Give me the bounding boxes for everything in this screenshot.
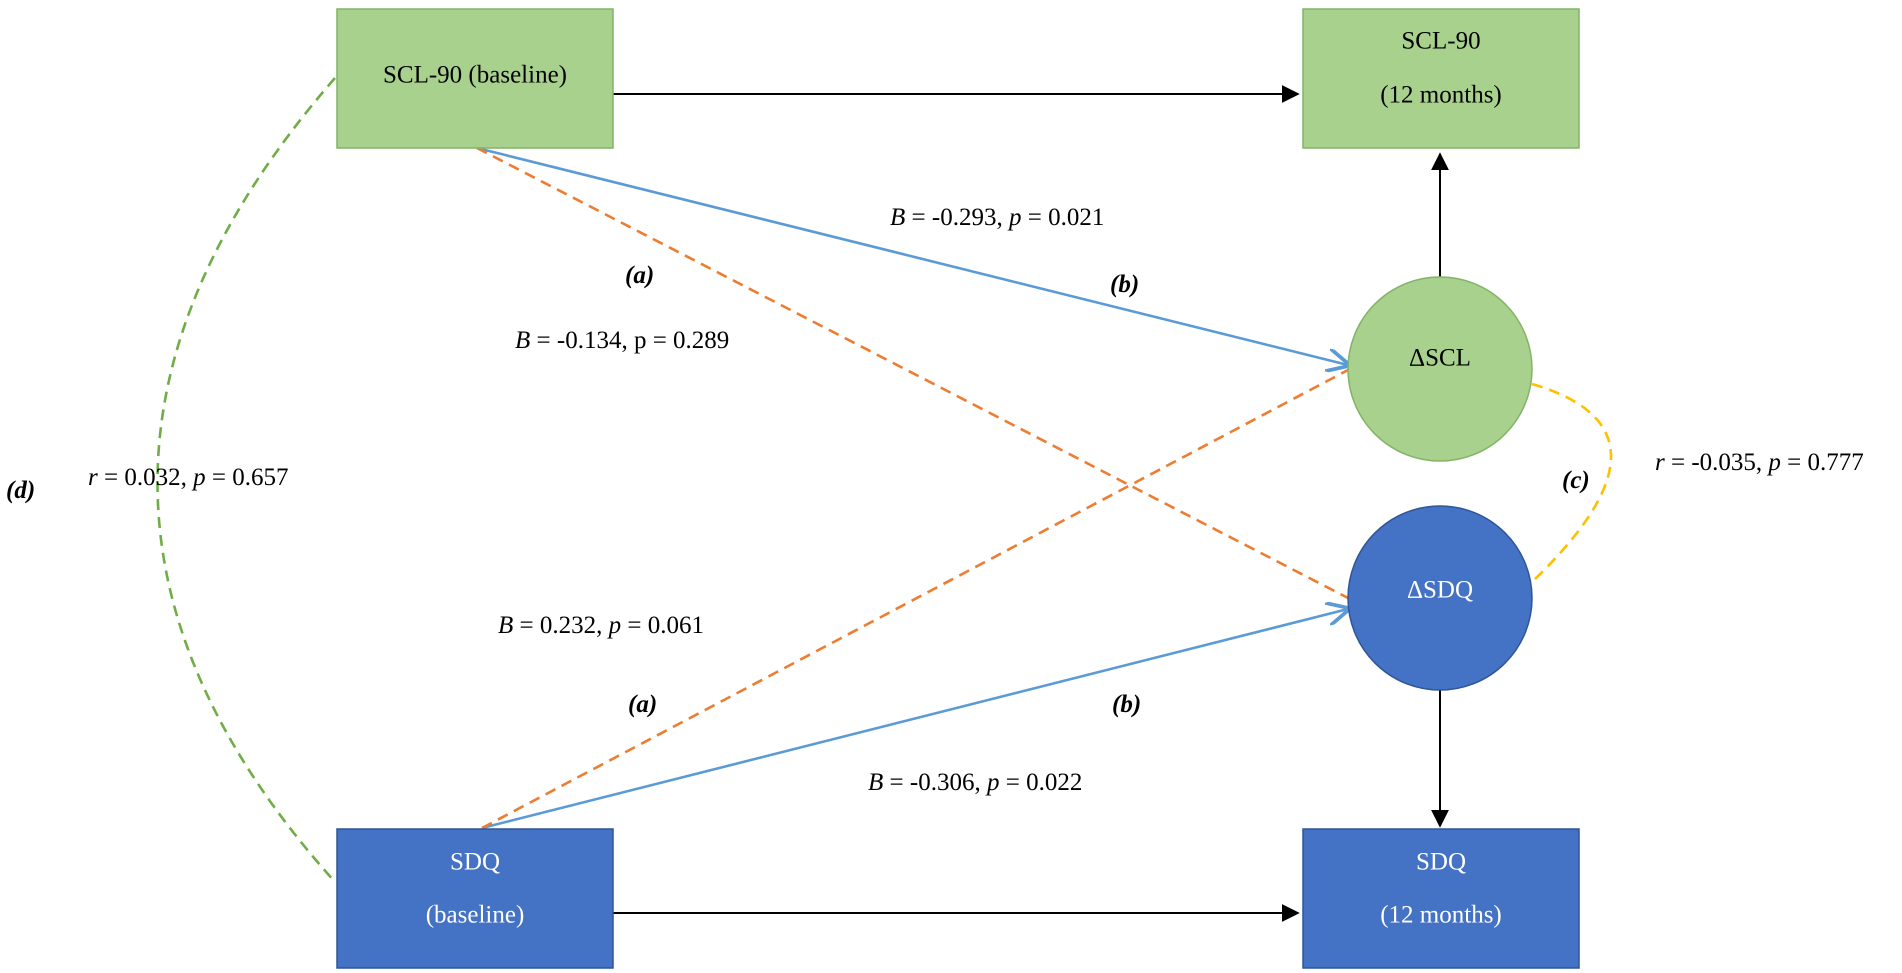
label-a-sdq-pvar: p bbox=[607, 612, 622, 639]
label-b-scl-val: = 0.021 bbox=[1021, 204, 1104, 231]
path-b-sdq-baseline-to-dsdq bbox=[481, 609, 1348, 830]
label-d-val: = 0.657 bbox=[206, 464, 289, 491]
label-a-scl-to-dsdq-coefficient: B = -0.134, p = 0.289 bbox=[515, 327, 729, 354]
tag-b-top: (b) bbox=[1110, 271, 1139, 298]
node-delta-sdq: ΔSDQ bbox=[1347, 505, 1533, 691]
node-sdq-baseline-line2: (baseline) bbox=[426, 902, 525, 929]
label-a-sdq-var: B bbox=[498, 612, 513, 639]
path-a-scl-baseline-to-dsdq bbox=[476, 146, 1349, 600]
label-b-sdq-pvar: p bbox=[985, 769, 1000, 796]
node-scl-90-12-months-line2: (12 months) bbox=[1380, 82, 1502, 109]
label-c-pvar: p bbox=[1766, 449, 1781, 476]
node-sdq-12-months: SDQ (12 months) bbox=[1302, 828, 1580, 969]
label-a-sdq-eq: = 0.232, bbox=[513, 612, 608, 639]
label-a-scl-var: B bbox=[515, 327, 530, 354]
tag-b-bottom: (b) bbox=[1112, 691, 1141, 718]
label-b-scl-pvar: p bbox=[1007, 204, 1022, 231]
node-delta-scl-label: ΔSCL bbox=[1409, 345, 1471, 372]
label-b-sdq-val: = 0.022 bbox=[999, 769, 1082, 796]
tag-a-bottom: (a) bbox=[628, 691, 657, 718]
label-b-sdq-eq: = -0.306, bbox=[883, 769, 987, 796]
node-scl-90-baseline-label: SCL-90 (baseline) bbox=[383, 62, 567, 89]
label-c-eq: = -0.035, bbox=[1665, 449, 1769, 476]
tag-a-top: (a) bbox=[625, 262, 654, 289]
label-a-scl-rest: = -0.134, p = 0.289 bbox=[530, 327, 729, 354]
node-delta-sdq-label: ΔSDQ bbox=[1407, 577, 1473, 604]
node-sdq-baseline: SDQ (baseline) bbox=[336, 828, 614, 969]
path-d-correlation bbox=[156, 77, 336, 883]
label-d-var: r bbox=[88, 464, 98, 491]
label-b-sdq-coefficient: B = -0.306, p = 0.022 bbox=[868, 769, 1082, 796]
label-c-correlation: r = -0.035, p = 0.777 bbox=[1655, 449, 1864, 476]
node-sdq-12-months-line2: (12 months) bbox=[1380, 902, 1502, 929]
label-d-eq: = 0.032, bbox=[98, 464, 193, 491]
node-sdq-baseline-line1: SDQ bbox=[450, 849, 500, 876]
tag-c: (c) bbox=[1562, 467, 1590, 494]
label-d-pvar: p bbox=[191, 464, 206, 491]
label-a-sdq-to-dscl-coefficient: B = 0.232, p = 0.061 bbox=[498, 612, 704, 639]
label-b-sdq-var: B bbox=[868, 769, 883, 796]
tag-d: (d) bbox=[6, 477, 35, 504]
path-b-scl-baseline-to-dscl bbox=[476, 146, 1348, 365]
node-sdq-12-months-line1: SDQ bbox=[1416, 849, 1466, 876]
label-b-scl-coefficient: B = -0.293, p = 0.021 bbox=[890, 204, 1104, 231]
node-scl-90-baseline: SCL-90 (baseline) bbox=[336, 8, 614, 149]
path-a-sdq-baseline-to-dscl bbox=[481, 368, 1349, 830]
node-scl-90-12-months: SCL-90 (12 months) bbox=[1302, 8, 1580, 149]
label-a-sdq-val: = 0.061 bbox=[621, 612, 704, 639]
label-b-scl-var: B bbox=[890, 204, 905, 231]
node-delta-scl: ΔSCL bbox=[1347, 276, 1533, 462]
label-b-scl-eq: = -0.293, bbox=[905, 204, 1009, 231]
label-c-val: = 0.777 bbox=[1781, 449, 1864, 476]
node-scl-90-12-months-line1: SCL-90 bbox=[1401, 28, 1480, 55]
label-c-var: r bbox=[1655, 449, 1665, 476]
label-d-correlation: r = 0.032, p = 0.657 bbox=[88, 464, 288, 491]
path-c-correlation bbox=[1531, 382, 1613, 583]
